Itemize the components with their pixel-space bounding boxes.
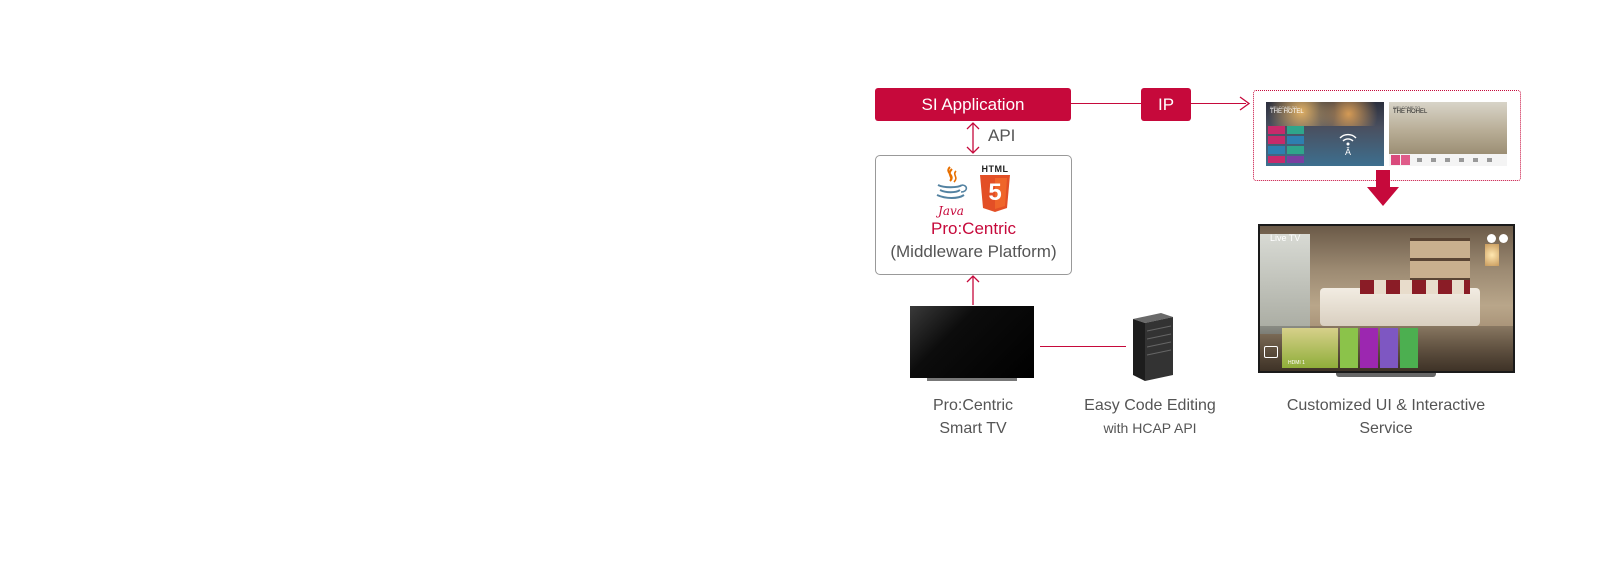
si-application-box: SI Application: [875, 88, 1071, 121]
tv-panel: [910, 306, 1034, 378]
ui-screens-frame: WELCOME TO THE HOTEL Â WELCOME TO THE HO…: [1253, 90, 1521, 181]
screen-control-icons: [1487, 234, 1509, 243]
smart-tv-image: [910, 306, 1034, 382]
connector-ip-screens: [1191, 103, 1246, 104]
wifi-icon: Â: [1339, 133, 1357, 156]
html-label: HTML: [981, 164, 1009, 174]
screen-a-welcome: WELCOME TO: [1270, 105, 1298, 110]
java-logo: Java: [932, 165, 970, 218]
customized-line1: Customized UI & Interactive: [1286, 397, 1486, 414]
html-number: 5: [988, 179, 1002, 206]
hotel-room-scene: Live TV HDMI 1: [1260, 226, 1513, 371]
room-bed: [1320, 288, 1480, 326]
connector-tv-server: [1040, 346, 1126, 347]
launcher-bar: HDMI 1: [1260, 326, 1513, 371]
ip-box: IP: [1141, 88, 1191, 121]
middleware-platform-label: (Middleware Platform): [890, 242, 1057, 261]
java-cup-icon: [936, 166, 968, 199]
api-label: API: [988, 126, 1016, 145]
html5-shield-icon: 5: [978, 175, 1012, 213]
screen-a-tiles: [1268, 126, 1306, 164]
connector-si-ip: [1071, 103, 1141, 104]
si-application-label: SI Application: [921, 94, 1025, 114]
tv-stand: [927, 378, 1017, 381]
customized-tv-stand: [1336, 373, 1436, 377]
customized-tv-frame: Live TV HDMI 1: [1258, 224, 1515, 373]
ip-label: IP: [1157, 94, 1175, 114]
hotel-screen-a: WELCOME TO THE HOTEL Â: [1266, 102, 1384, 166]
svg-text:Â: Â: [1345, 147, 1351, 156]
customized-tv-image: Live TV HDMI 1: [1258, 224, 1515, 379]
server-tower-image: [1125, 313, 1175, 381]
screen-b-title: THE HOHEL: [1393, 109, 1428, 115]
arrow-up-icon: [966, 275, 980, 305]
screen-b-welcome: WELCOME TO: [1393, 105, 1421, 110]
arrow-down-icon: [1367, 170, 1399, 206]
screen-a-title: THE HOTEL: [1270, 109, 1304, 115]
customized-line2: Service: [1359, 420, 1413, 437]
smart-tv-line2: Smart TV: [939, 420, 1007, 437]
double-arrow-icon: [966, 122, 980, 154]
procentric-brand: Pro:Centric: [930, 219, 1017, 238]
smart-tv-line1: Pro:Centric: [932, 397, 1014, 414]
java-label: Java: [938, 204, 964, 218]
room-lamp: [1485, 244, 1499, 266]
room-window: [1260, 234, 1310, 334]
hotel-screen-b: WELCOME TO THE HOHEL: [1389, 102, 1507, 166]
smart-tv-caption: Pro:Centric Smart TV: [902, 394, 1044, 440]
code-editing-line1: Easy Code Editing: [1084, 397, 1216, 414]
live-tv-label: Live TV: [1270, 233, 1301, 243]
middleware-platform-box: Java HTML 5 Pro:Centric (Middleware Plat…: [875, 155, 1072, 275]
arrow-right-icon: [1239, 96, 1251, 111]
code-editing-line2: with HCAP API: [1103, 420, 1197, 436]
hdmi-label: HDMI 1: [1288, 360, 1305, 366]
code-editing-caption: Easy Code Editing with HCAP API: [1070, 394, 1230, 440]
customized-caption: Customized UI & Interactive Service: [1270, 394, 1502, 440]
screen-a-lights: [1266, 102, 1384, 126]
screen-b-menu-bar: [1389, 154, 1507, 166]
room-bed-pillows: [1360, 280, 1470, 294]
html5-logo: HTML 5: [978, 164, 1012, 214]
